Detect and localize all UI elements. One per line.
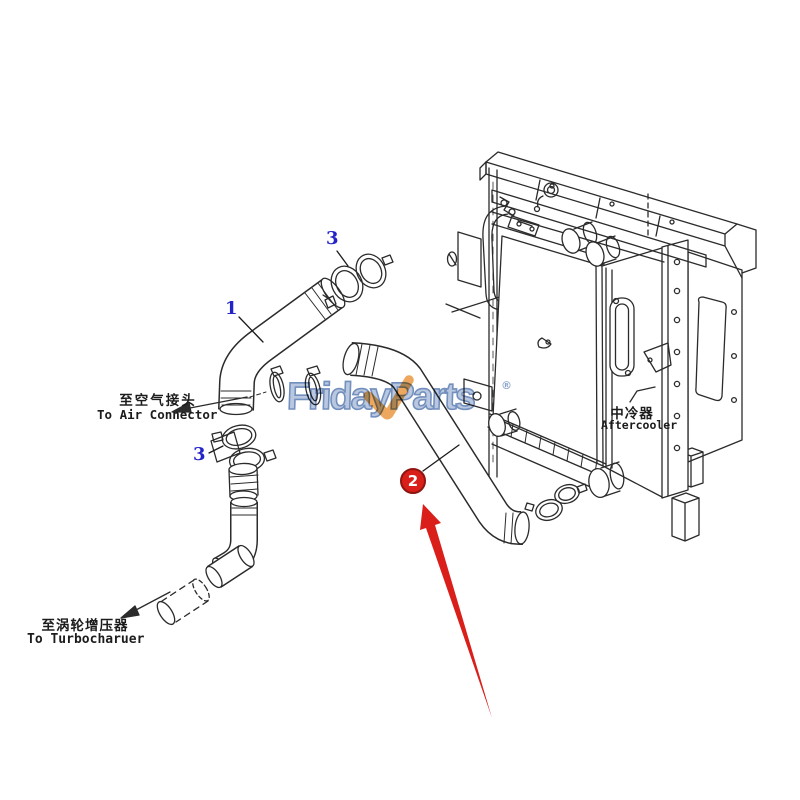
registered-mark-icon: ® <box>501 379 512 392</box>
direction-arrows <box>120 396 248 619</box>
core-face <box>492 235 604 467</box>
callout-2-number: 2 <box>407 472 419 490</box>
side-clamps <box>249 365 322 406</box>
label-aftercooler-zh: 中冷器 <box>610 406 654 422</box>
inlet-ports <box>561 221 621 267</box>
aftercooler-assembly <box>445 151 757 542</box>
red-highlight-arrow <box>420 504 492 718</box>
phantom-tube <box>156 578 210 626</box>
label-aftercooler-en: Aftercooler <box>601 418 678 432</box>
callout-2-red-badge: 2 <box>400 468 426 494</box>
watermark-check-icon <box>363 375 414 420</box>
label-air-connector-en: To Air Connector <box>97 407 218 422</box>
clamp-pair-upper <box>322 253 394 309</box>
right-mount-plate <box>687 251 743 463</box>
clamp-pair-middle <box>210 424 277 473</box>
hose-part-2 <box>342 342 530 546</box>
outlet-clamps <box>524 483 588 522</box>
filler-cap <box>543 182 559 198</box>
hose-part-1 <box>218 277 346 416</box>
label-air-connector-zh: 至空气接头 <box>119 393 197 409</box>
lower-hose-assembly <box>156 462 259 626</box>
outlet-port <box>588 467 610 499</box>
callout-1: 1 <box>225 298 238 319</box>
top-frame <box>479 151 743 279</box>
bolt-panel <box>661 239 689 499</box>
callout-3-middle: 3 <box>193 444 206 465</box>
label-turbocharger-en: To Turbocharuer <box>27 632 145 647</box>
label-turbocharger-zh: 至涡轮增压器 <box>41 618 129 634</box>
callout-3-upper: 3 <box>326 228 339 249</box>
leader-lines <box>208 250 460 472</box>
